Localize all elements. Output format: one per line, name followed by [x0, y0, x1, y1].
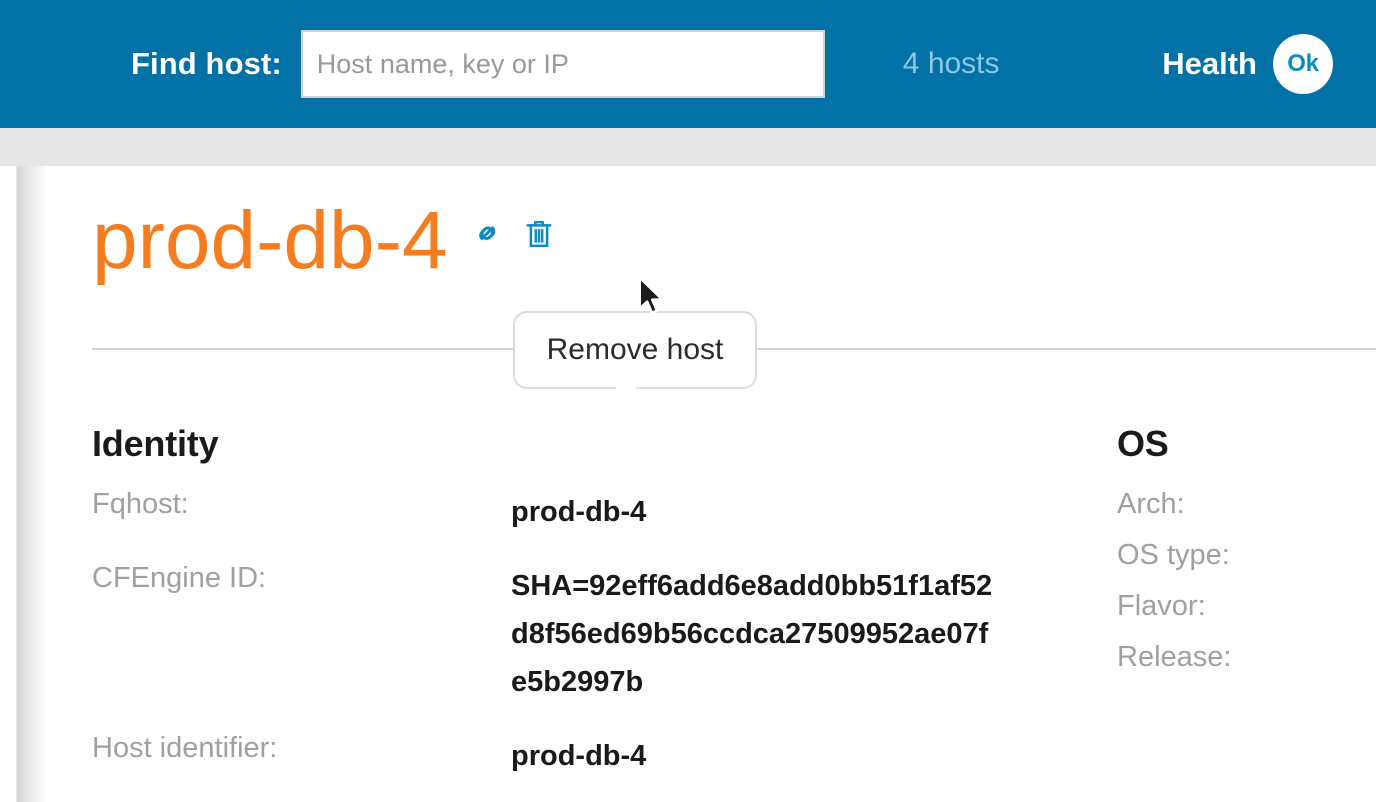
os-heading: OS — [1117, 423, 1169, 464]
remove-host-button[interactable] — [523, 217, 555, 251]
trash-icon — [526, 220, 551, 248]
tooltip-text: Remove host — [546, 333, 724, 366]
field-fqhost: Fqhost: prod-db-4 — [92, 488, 1092, 536]
field-label: CFEngine ID: — [92, 562, 267, 594]
field-label: Arch: — [1117, 488, 1185, 520]
search-field-wrapper — [300, 30, 825, 98]
field-flavor: Flavor: — [1117, 590, 1376, 623]
field-value: prod-db-4 — [511, 740, 647, 772]
secondary-toolbar — [0, 128, 1376, 166]
health-status-badge[interactable]: Ok — [1273, 34, 1333, 94]
host-search-input[interactable] — [300, 30, 825, 98]
os-section: OS Arch: OS type: Flavor: Release: — [1117, 426, 1376, 692]
top-header-bar: Find host: 4 hosts Health Ok — [0, 0, 1376, 128]
field-arch: Arch: — [1117, 488, 1376, 521]
field-label: OS type: — [1117, 539, 1230, 571]
field-label: Release: — [1117, 641, 1232, 673]
find-host-label: Find host: — [131, 46, 282, 81]
identity-heading: Identity — [92, 423, 219, 464]
page-title-actions — [472, 217, 555, 265]
hosts-count-label: 4 hosts — [902, 47, 1000, 80]
page-title: prod-db-4 — [92, 195, 448, 286]
content-card-shadow — [17, 166, 47, 802]
field-label: Flavor: — [1117, 590, 1206, 622]
identity-section: Identity Fqhost: prod-db-4 CFEngine ID: … — [92, 426, 1092, 802]
field-value: prod-db-4 — [511, 496, 647, 528]
field-cfengine-id: CFEngine ID: SHA=92eff6add6e8add0bb51f1a… — [92, 562, 1092, 706]
field-value: SHA=92eff6add6e8add0bb51f1af52d8f56ed69b… — [511, 570, 993, 698]
health-label: Health — [1162, 46, 1257, 81]
health-status-group: Health Ok — [1162, 34, 1354, 94]
field-host-identifier: Host identifier: prod-db-4 — [92, 732, 1092, 780]
field-release: Release: — [1117, 641, 1376, 674]
content-card-edge — [16, 166, 17, 802]
link-icon — [478, 226, 495, 240]
page-title-row: prod-db-4 — [92, 200, 555, 282]
copy-link-button[interactable] — [472, 217, 504, 251]
field-os-type: OS type: — [1117, 539, 1376, 572]
tooltip-arrow — [615, 387, 637, 401]
tooltip-remove-host: Remove host — [513, 311, 757, 401]
content-panel: prod-db-4 — [0, 166, 1376, 802]
field-label: Host identifier: — [92, 732, 278, 764]
field-label: Fqhost: — [92, 488, 189, 520]
